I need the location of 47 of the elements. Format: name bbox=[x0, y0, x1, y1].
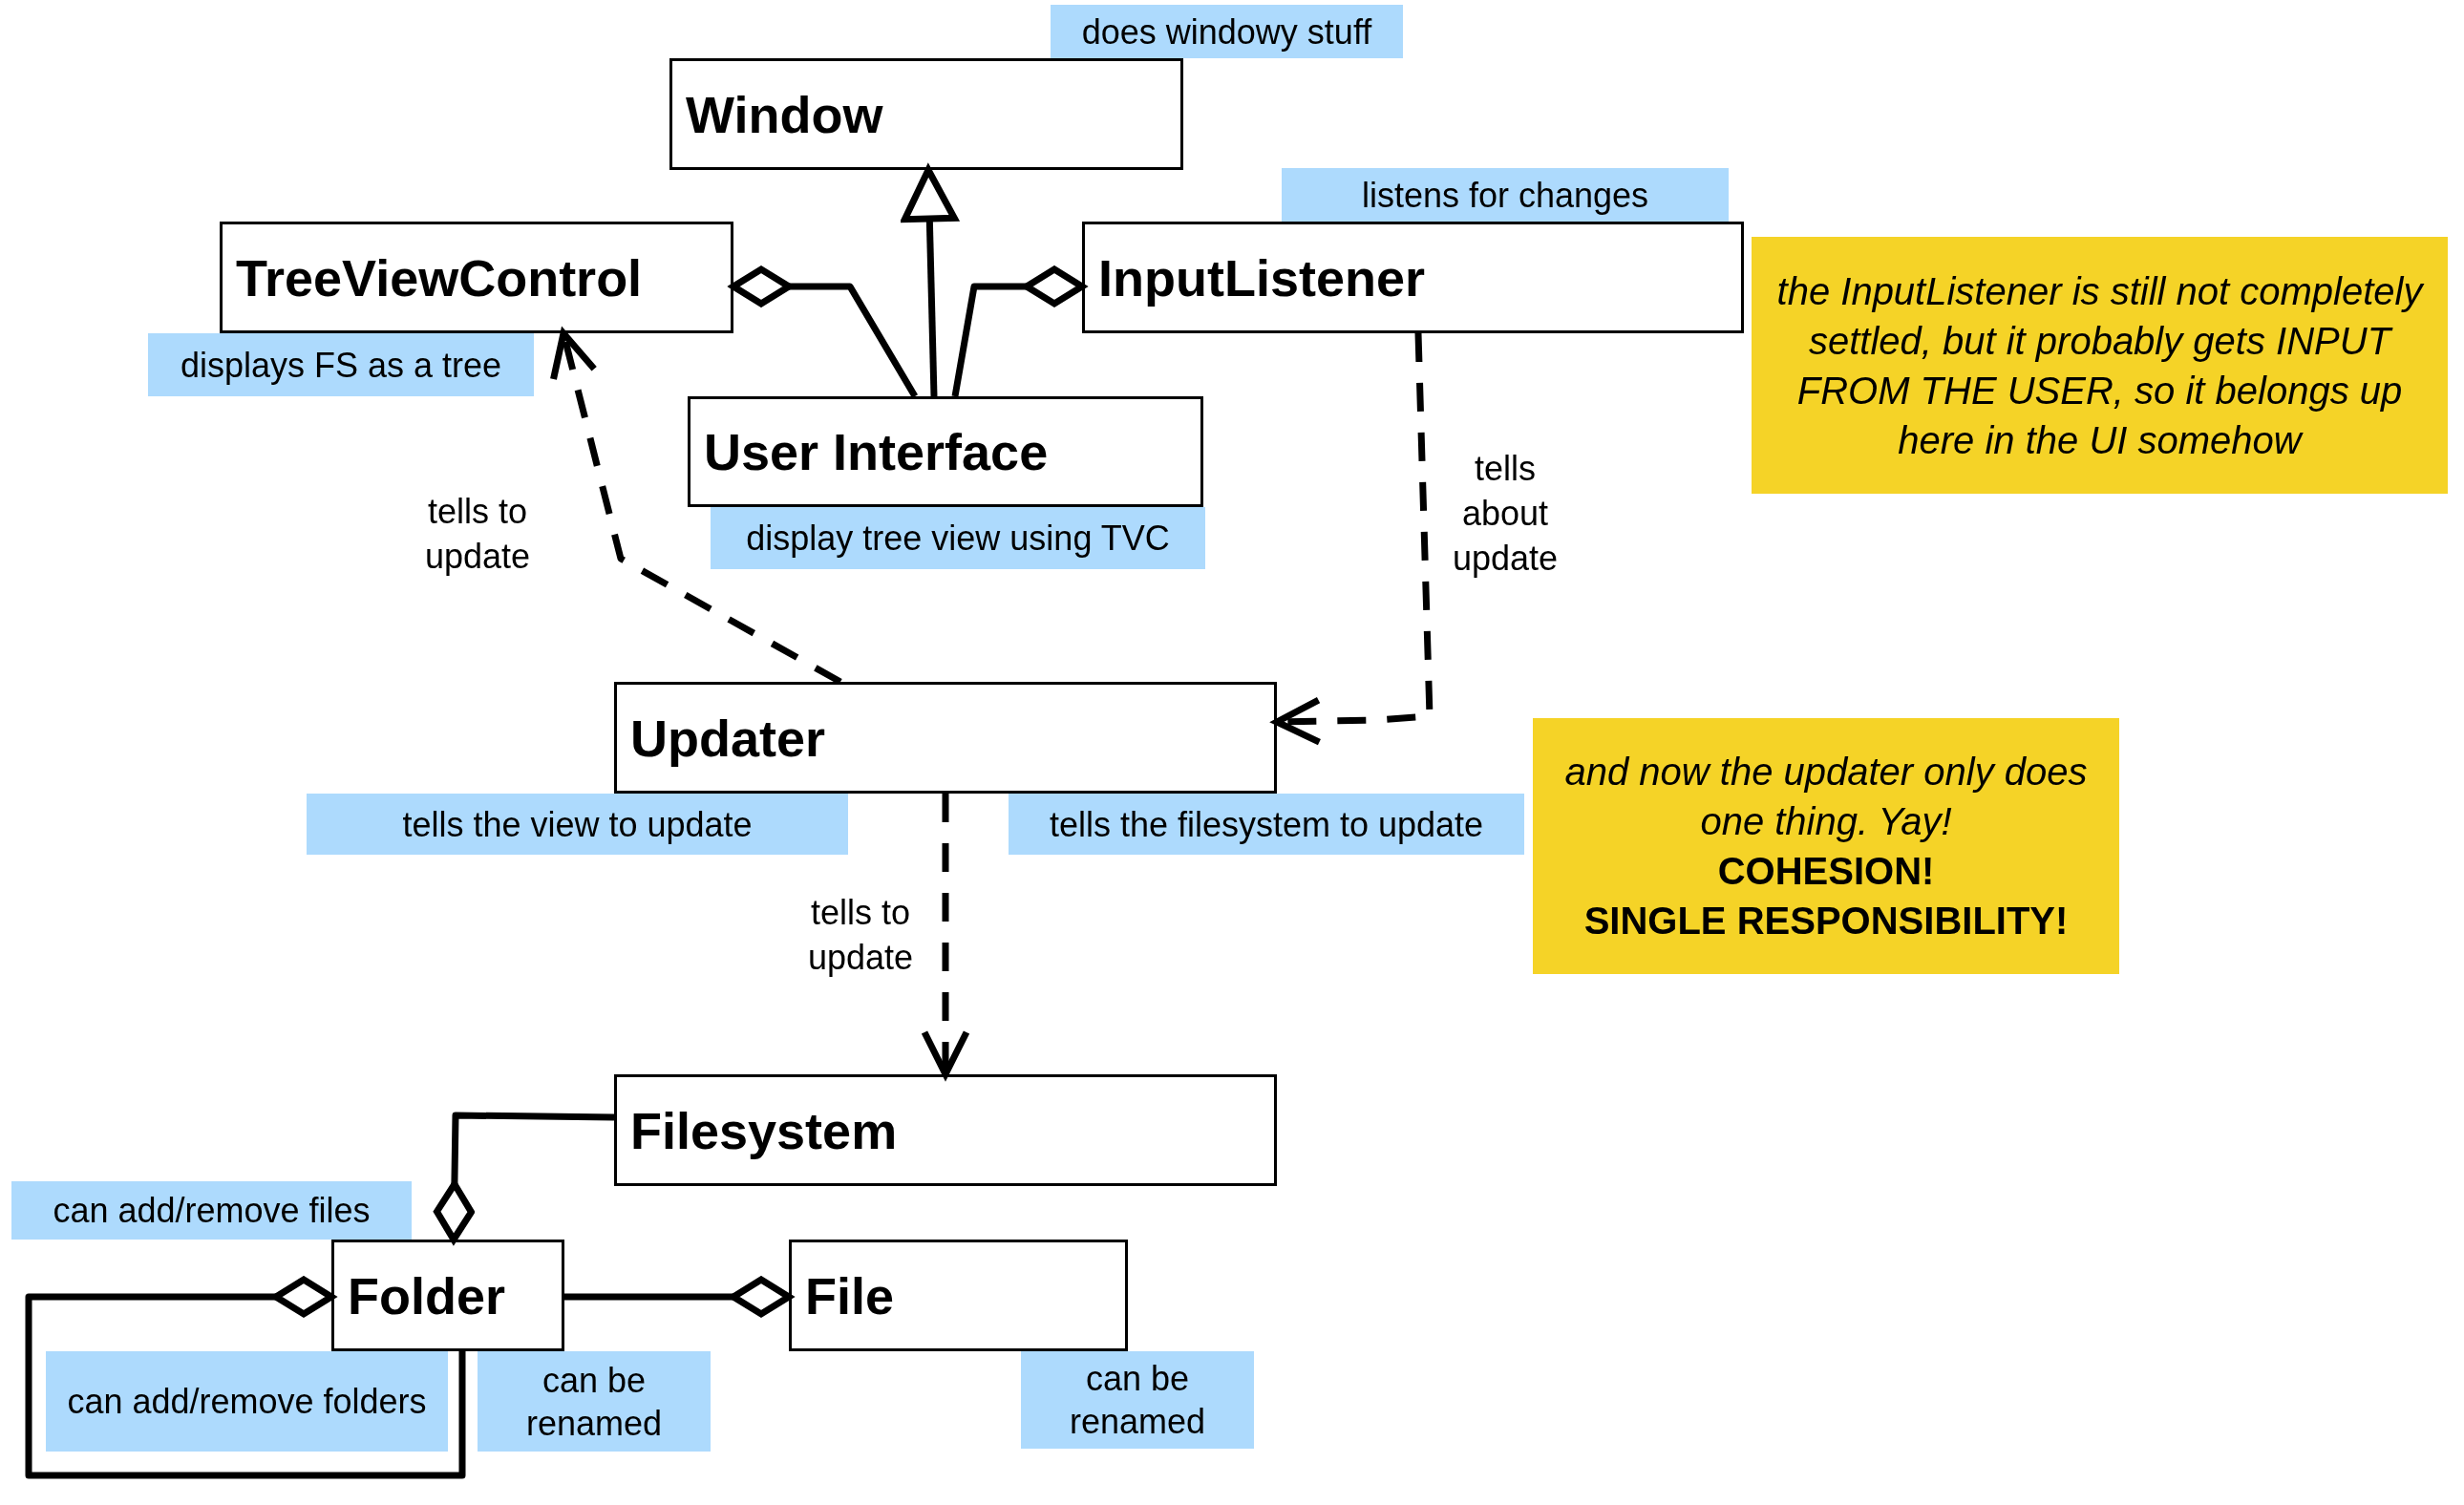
note-text: displays FS as a tree bbox=[180, 344, 502, 387]
note-text: display tree view using TVC bbox=[746, 518, 1170, 560]
note-background bbox=[1009, 794, 1524, 855]
note-text: and now the updater only does one thing. Yay! bbox=[1563, 750, 2089, 844]
note-background bbox=[711, 507, 1205, 569]
note-text: listens for changes bbox=[1361, 174, 1649, 217]
aggregation-line bbox=[951, 265, 1086, 397]
note-background bbox=[11, 1181, 412, 1240]
note-background bbox=[148, 333, 534, 396]
class-name: Filesystem bbox=[630, 1100, 899, 1160]
note-background bbox=[478, 1351, 711, 1452]
class-name: InputListener bbox=[1098, 247, 1426, 307]
aggregation-line bbox=[564, 1276, 793, 1318]
class-box bbox=[614, 682, 1277, 794]
class-name: Window bbox=[686, 84, 884, 144]
note-text: can add/remove files bbox=[53, 1190, 371, 1232]
class-box bbox=[789, 1240, 1128, 1351]
comment-note bbox=[1752, 237, 2448, 494]
note-text: can be renamed bbox=[1068, 1358, 1207, 1443]
note-background bbox=[46, 1351, 448, 1452]
class-box bbox=[1082, 222, 1744, 333]
note-text: the InputListener is still not completely settled, but it probably gets INPUT FROM THE USER, so it belongs up here in the UI somehow bbox=[1775, 268, 2426, 463]
class-name: File bbox=[805, 1265, 896, 1325]
aggregation-line bbox=[730, 265, 918, 398]
comment-note bbox=[1533, 718, 2119, 974]
note-text: can add/remove folders bbox=[67, 1381, 427, 1423]
aggregation-line bbox=[25, 1276, 466, 1479]
emphasis-text: COHESION! bbox=[1717, 849, 1935, 894]
class-name: TreeViewControl bbox=[236, 247, 644, 307]
class-box bbox=[614, 1074, 1277, 1186]
note-text: does windowy stuff bbox=[1081, 11, 1372, 53]
note-text: tells the view to update bbox=[402, 803, 753, 846]
note-background bbox=[1282, 168, 1729, 222]
class-box bbox=[688, 396, 1203, 507]
note-background bbox=[1021, 1351, 1254, 1449]
class-name: Updater bbox=[630, 708, 827, 768]
class-box bbox=[669, 58, 1183, 170]
class-box bbox=[331, 1240, 564, 1351]
class-name: Folder bbox=[348, 1265, 506, 1325]
class-name: User Interface bbox=[704, 422, 1050, 481]
emphasis-text: SINGLE RESPONSIBILITY! bbox=[1583, 899, 2069, 943]
note-background bbox=[307, 794, 848, 855]
note-text: can be renamed bbox=[524, 1359, 664, 1445]
note-background bbox=[1051, 5, 1403, 58]
class-box bbox=[220, 222, 733, 333]
note-text: tells the filesystem to update bbox=[1049, 803, 1484, 846]
aggregation-line bbox=[433, 1112, 615, 1243]
